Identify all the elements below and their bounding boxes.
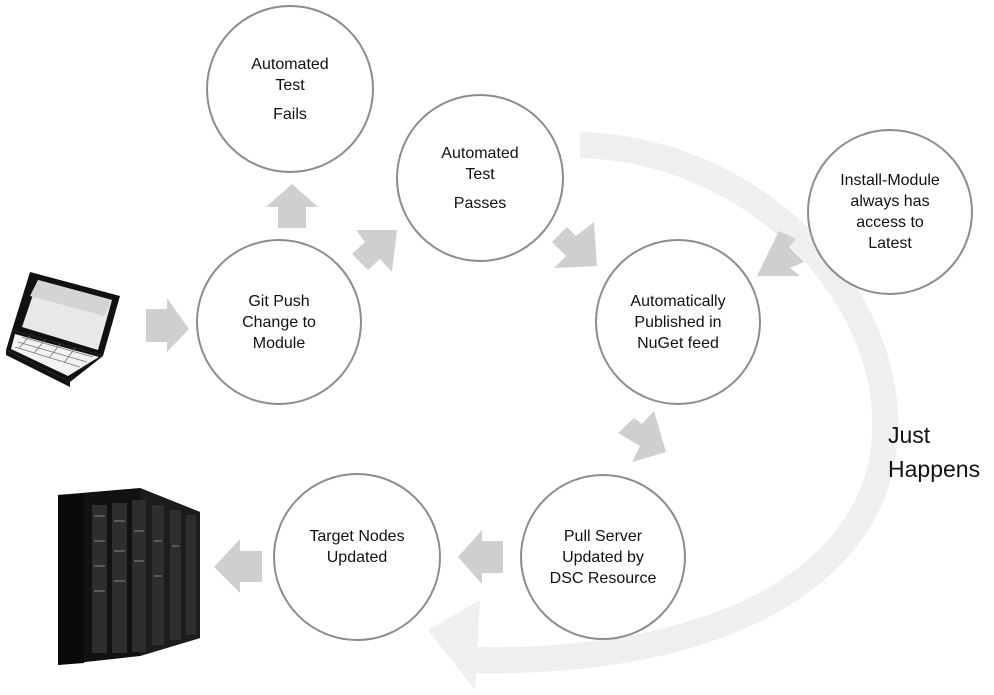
git-push-line2: Change to bbox=[242, 313, 316, 331]
target-nodes-line1: Target Nodes bbox=[309, 528, 405, 545]
node-published bbox=[595, 239, 761, 405]
target-nodes-line2: Updated bbox=[326, 549, 388, 566]
pull-server-line1: Pull Server bbox=[563, 527, 643, 545]
arrow-laptop-to-git-push bbox=[146, 298, 189, 352]
arrow-test-passes-to-published bbox=[552, 222, 597, 268]
node-test-passes-label: Automated Test Passes bbox=[397, 95, 563, 261]
cycle-label-line1: Just bbox=[888, 422, 931, 448]
node-target-nodes bbox=[273, 473, 441, 641]
install-module-line1: Install-Module bbox=[840, 172, 940, 189]
cycle-arc bbox=[469, 132, 899, 674]
arrow-git-push-to-test-passes bbox=[352, 230, 397, 272]
node-install-module bbox=[807, 129, 973, 295]
pull-server-line3: DSC Resource bbox=[549, 569, 657, 587]
node-git-push bbox=[196, 239, 362, 405]
git-push-line3: Module bbox=[252, 334, 306, 352]
arrow-install-to-published bbox=[757, 231, 804, 276]
laptop-icon bbox=[6, 272, 120, 387]
server-rack-icon bbox=[58, 488, 200, 665]
published-line2: Published in bbox=[634, 313, 722, 331]
cycle-label-line2: Happens bbox=[888, 456, 981, 482]
arrow-published-to-pull-server bbox=[618, 411, 666, 462]
node-pull-server-label: Pull Server Updated by DSC Resource bbox=[521, 475, 685, 639]
install-module-line3: access to bbox=[856, 214, 924, 231]
node-test-fails bbox=[206, 5, 374, 173]
git-push-line1: Git Push bbox=[248, 292, 310, 310]
test-fails-line1: Automated bbox=[251, 55, 329, 73]
test-fails-line2: Test bbox=[275, 76, 305, 94]
node-test-fails-label: Automated Test Fails bbox=[207, 6, 373, 172]
arrow-pull-server-to-target-nodes bbox=[458, 530, 503, 584]
test-passes-line1: Automated bbox=[441, 144, 519, 162]
node-install-module-label: Install-Module always has access to Late… bbox=[808, 130, 972, 294]
arrow-git-push-to-test-fails bbox=[266, 184, 318, 228]
test-passes-line2: Test bbox=[465, 165, 495, 183]
node-git-push-label: Git Push Change to Module bbox=[197, 240, 361, 404]
pull-server-line2: Updated by bbox=[562, 548, 644, 566]
cycle-arc-arrowhead bbox=[428, 600, 480, 690]
node-pull-server bbox=[520, 474, 686, 640]
arrow-target-nodes-to-servers bbox=[214, 539, 262, 593]
test-fails-line3: Fails bbox=[273, 105, 307, 123]
node-test-passes bbox=[396, 94, 564, 262]
install-module-line4: Latest bbox=[868, 235, 912, 252]
cycle-label: Just Happens bbox=[888, 418, 980, 486]
published-line3: NuGet feed bbox=[637, 334, 719, 352]
install-module-line2: always has bbox=[850, 193, 930, 210]
test-passes-line3: Passes bbox=[453, 194, 507, 212]
node-target-nodes-label: Target Nodes Updated bbox=[274, 464, 440, 630]
published-line1: Automatically bbox=[630, 292, 726, 310]
node-published-label: Automatically Published in NuGet feed bbox=[596, 240, 760, 404]
